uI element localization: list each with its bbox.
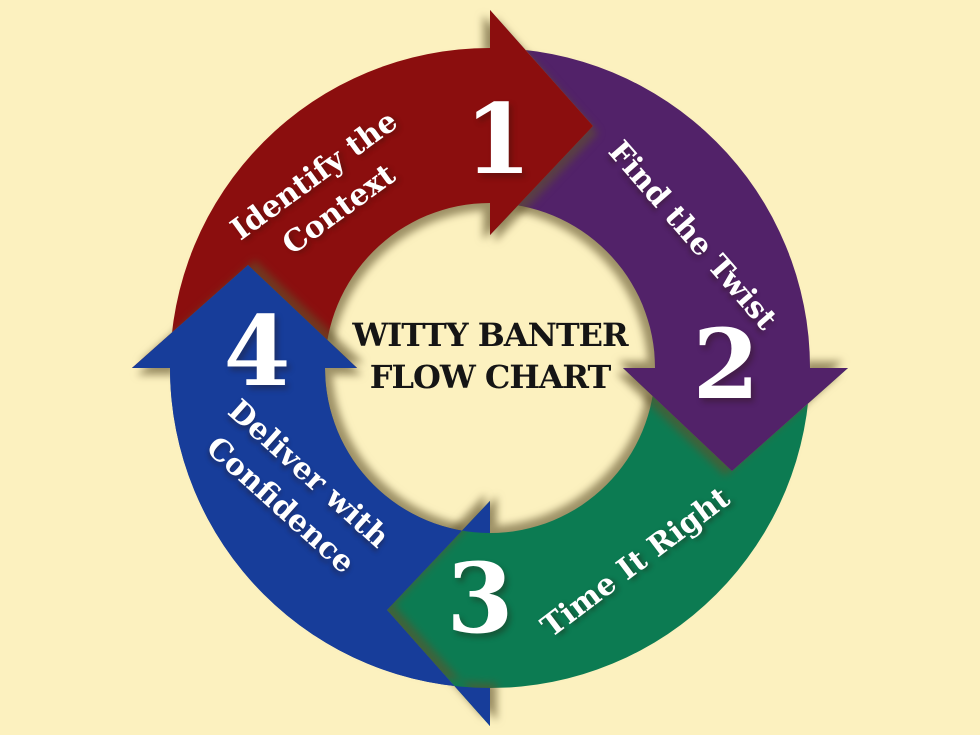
step-1-number: 1 <box>464 83 532 196</box>
step-3-number: 3 <box>446 542 514 655</box>
step-4-number: 4 <box>223 295 291 408</box>
diagram-title-line2: FLOW CHART <box>369 358 612 396</box>
diagram-title: WITTY BANTER FLOW CHART <box>352 314 628 398</box>
diagram-title-line1: WITTY BANTER <box>352 315 628 354</box>
step-2-number: 2 <box>692 308 760 421</box>
